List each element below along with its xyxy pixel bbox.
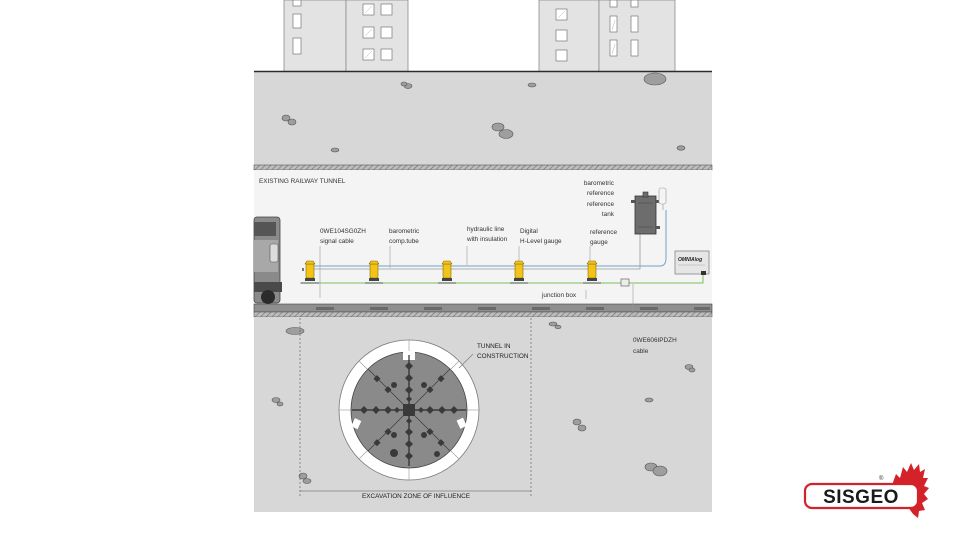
label-excavation-zone: EXCAVATION ZONE OF INFLUENCE [362,493,470,500]
datalogger-box: OMNIAlog [674,250,710,275]
leader-lines [319,246,634,333]
label-reference-gauge-1: reference [590,229,617,236]
tunnel-top-wall [253,164,713,171]
hydraulic-line [310,210,667,267]
gauge-2 [365,260,383,284]
label-hydraulic-1: hydraulic line [467,226,505,233]
gauge-3 [438,260,456,284]
label-tank: tank [602,211,615,218]
label-reference-2: reference [587,201,614,208]
label-barometric-tube-1: barometric [389,228,420,235]
building-right-b [598,0,676,73]
label-tunnel-construction-2: CONSTRUCTION [477,353,529,360]
label-signal-cable-code: 0WE104SG0ZH [320,228,366,235]
tunnel-bottom-wall [253,311,713,318]
gauge-1 [301,260,319,284]
stones-lower [271,321,696,484]
building-left-b [345,0,409,73]
label-reference-1: reference [587,190,614,197]
label-signal-cable: signal cable [320,238,354,245]
buildings [283,0,676,73]
label-existing-tunnel: EXISTING RAILWAY TUNNEL [259,178,346,185]
green-signal-cable [300,274,704,284]
logo-registered: ® [879,475,884,482]
building-left-a [283,0,347,73]
lower-soil [254,317,712,512]
datalogger-label: OMNIAlog [678,257,702,263]
gauge-4 [510,260,528,284]
train [253,216,282,304]
sisgeo-logo: SISGEO ® [803,463,929,518]
label-digital-gauge-2: H-Level gauge [520,238,562,245]
logo-badge [803,482,920,510]
stones-upper [281,72,686,153]
reference-tank [631,187,667,235]
barometric-tube [310,230,641,270]
cables [300,196,704,284]
gauge-reference [583,260,601,284]
label-pdzh-cable: cable [633,348,649,355]
label-digital-gauge-1: Digital [520,228,538,235]
logo-text: SISGEO [823,487,899,508]
label-reference-gauge-2: gauge [590,239,608,246]
label-hydraulic-2: with insulation [466,236,508,243]
label-pdzh-cable-code: 0WE606IPDZH [633,337,677,344]
label-junction-box: junction box [541,292,577,299]
junction-box [620,278,630,287]
gauges [301,260,601,284]
tunnel-cross-section [338,339,480,481]
label-tunnel-construction-1: TUNNEL IN [477,343,511,350]
upper-soil [254,71,712,165]
labels: EXISTING RAILWAY TUNNEL barometric refer… [259,178,677,500]
label-barometric-tube-2: comp.tube [389,238,419,245]
building-right-a [538,0,600,73]
label-barometric: barometric [584,180,615,187]
excavation-zone [299,318,532,498]
